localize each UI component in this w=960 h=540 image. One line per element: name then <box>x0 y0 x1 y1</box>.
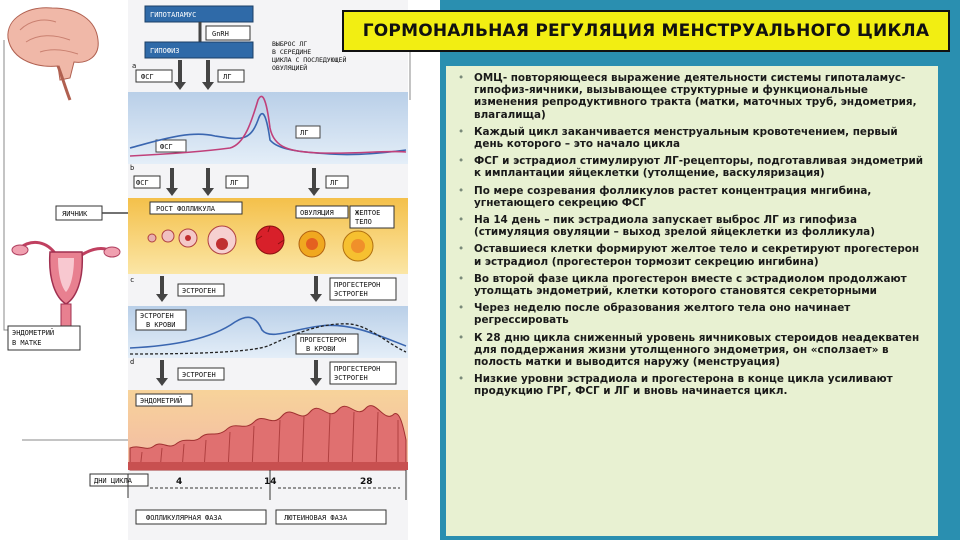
bullet-item: •Оставшиеся клетки формируют желтое тело… <box>458 243 920 268</box>
bullet-item: •Каждый цикл заканчивается менструальным… <box>458 125 898 151</box>
estrogens-blood-label-1: ЭСТРОГЕН <box>140 312 174 320</box>
progesterone-label: ПРОГЕСТЕРОН <box>334 281 380 289</box>
estrogens-box-d <box>177 367 225 381</box>
estrogen-label-2: ЭСТРОГЕН <box>334 290 368 298</box>
day-tick-4: 4 <box>176 477 182 487</box>
estrogens-blood-box <box>135 309 187 331</box>
row-b-label: b <box>130 164 134 172</box>
day-tick-14: 14 <box>264 477 277 487</box>
text-panel: •ОМЦ- повторяющееся выражение деятельнос… <box>446 66 938 536</box>
fsh-box-a <box>135 69 173 83</box>
corpus-luteum-label-2: ТЕЛО <box>355 218 372 226</box>
hormonal-regulation-diagram: ГИПОТАЛАМУС GnRH ГИПОФИЗ ВЫБРОС ЛГ В СЕР… <box>3 0 411 540</box>
bullet-item: •К 28 дню цикла сниженный уровень яичник… <box>458 331 920 369</box>
bullet-item: •Во второй фазе цикла прогестерон вместе… <box>458 272 907 298</box>
follicle-icons <box>147 225 374 262</box>
row-a-label: a <box>132 62 136 70</box>
bullet-item: •ОМЦ- повторяющееся выражение деятельнос… <box>458 72 917 121</box>
lh-label-a: ЛГ <box>223 73 231 81</box>
ovulation-box <box>295 205 349 219</box>
endometrium-short-label: ЭНДОМЕТРИЙ <box>140 396 182 405</box>
lh-surge-note-1: ВЫБРОС ЛГ <box>272 40 307 48</box>
endometrium-short-box <box>135 393 193 407</box>
endometrium-uterus-box <box>7 325 81 351</box>
luteal-phase-label: ЛЮТЕИНОВАЯ ФАЗА <box>284 514 348 522</box>
lh-label-b: ЛГ <box>230 179 238 187</box>
lh-chart-label-box <box>295 125 321 139</box>
slide-title: ГОРМОНАЛЬНАЯ РЕГУЛЯЦИЯ МЕНСТРУАЛЬНОГО ЦИ… <box>342 10 950 52</box>
endometrium-layer <box>128 405 408 471</box>
row-c-label: c <box>130 276 134 284</box>
cycle-days-box <box>89 473 149 487</box>
endometrium-label-1: ЭНДОМЕТРИЙ <box>12 328 54 337</box>
fsh-label-b: ФСГ <box>136 179 149 187</box>
fsh-label-a: ФСГ <box>141 73 154 81</box>
progesterone-estrogen-box <box>329 277 397 301</box>
bullet-item: •Через неделю после образования желтого … <box>458 302 851 327</box>
luteal-phase-box <box>275 509 387 525</box>
estrogen-curve <box>129 316 407 349</box>
lh-surge-note-4: ОВУЛЯЦИЕЙ <box>272 63 307 72</box>
gnrh-label: GnRH <box>212 30 229 38</box>
progesterone-curve <box>129 323 407 355</box>
uterus-icon <box>11 241 121 327</box>
estrogens-label: ЭСТРОГЕН <box>182 287 216 295</box>
progesterone-blood-box <box>295 333 359 355</box>
lh-curve <box>129 95 407 157</box>
hypothalamus-label: ГИПОТАЛАМУС <box>150 11 196 19</box>
bullet-item: •По мере созревания фолликулов растет ко… <box>458 184 872 209</box>
estrogen-label-d2: ЭСТРОГЕН <box>334 374 368 382</box>
progesterone-blood-label-2: В КРОВИ <box>306 345 336 353</box>
lh-label-b2: ЛГ <box>330 179 338 187</box>
estrogens-box <box>177 283 225 297</box>
pituitary-box <box>144 41 254 59</box>
lh-surge-note-2: В СЕРЕДИНЕ <box>272 48 311 56</box>
estrogens-label-d: ЭСТРОГЕН <box>182 371 216 379</box>
progesterone-blood-label-1: ПРОГЕСТЕРОН <box>300 336 346 344</box>
fsh-chart-label: ФСГ <box>160 143 173 151</box>
corpus-luteum-box <box>349 205 395 229</box>
lh-surge-note-3: ЦИКЛА С ПОСЛЕДУЮЩЕЙ <box>272 55 346 64</box>
row-d-label: d <box>130 358 134 366</box>
estrogens-blood-label-2: В КРОВИ <box>146 321 176 329</box>
fsh-curve <box>129 112 407 156</box>
fsh-box-b <box>133 175 161 189</box>
gnrh-box <box>205 25 251 41</box>
corpus-luteum-label-1: ЖЕЛТОЕ <box>355 209 380 217</box>
lh-chart-label: ЛГ <box>300 129 308 137</box>
day-tick-28: 28 <box>360 477 373 487</box>
bullet-item: •На 14 день – пик эстрадиола запускает в… <box>458 214 875 239</box>
brain-icon <box>7 7 99 101</box>
lh-box-a <box>217 69 245 83</box>
follicular-phase-label: ФОЛЛИКУЛЯРНАЯ ФАЗА <box>146 514 223 522</box>
progesterone-label-d: ПРОГЕСТЕРОН <box>334 365 380 373</box>
endometrium-label-2: В МАТКЕ <box>12 339 42 347</box>
progesterone-estrogen-box-d <box>329 361 397 385</box>
bullet-item: •ФСГ и эстрадиол стимулируют ЛГ-рецептор… <box>458 155 924 180</box>
ovary-label: ЯИЧНИК <box>62 210 88 218</box>
follicle-growth-box <box>149 201 243 215</box>
follicle-growth-label: РОСТ ФОЛЛИКУЛА <box>156 205 216 213</box>
lh-box-b2 <box>325 175 349 189</box>
pituitary-label: ГИПОФИЗ <box>150 47 180 55</box>
ovulation-label: ОВУЛЯЦИЯ <box>300 209 334 217</box>
lh-box-b <box>225 175 249 189</box>
follicular-phase-box <box>135 509 267 525</box>
bullet-list: •ОМЦ- повторяющееся выражение деятельнос… <box>456 72 928 398</box>
cycle-days-label: ДНИ ЦИКЛА <box>94 477 133 485</box>
fsh-chart-label-box <box>155 139 187 153</box>
bullet-item: •Низкие уровни эстрадиола и прогестерона… <box>458 373 893 398</box>
